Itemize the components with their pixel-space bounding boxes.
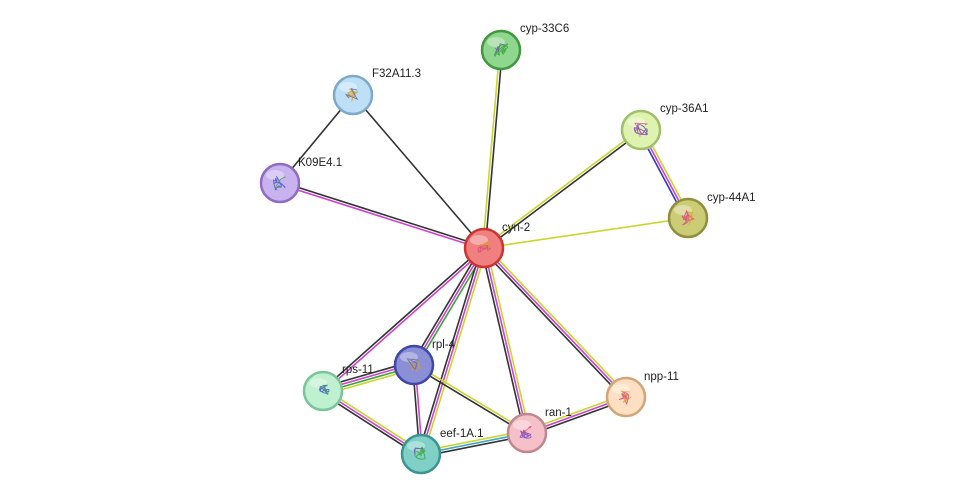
edge-evidence-line xyxy=(420,247,485,455)
edge-cyn-2-cyp-36a1[interactable] xyxy=(482,128,643,250)
edge-evidence-line xyxy=(482,128,641,248)
protein-structure-icon xyxy=(681,209,695,226)
edge-evidence-line xyxy=(279,183,484,251)
protein-structure-icon xyxy=(493,43,509,57)
node-highlight xyxy=(487,37,505,47)
node-ran-1[interactable]: ran-1 xyxy=(506,407,572,454)
node-highlight xyxy=(513,420,531,430)
edge-evidence-line xyxy=(323,248,486,393)
protein-structure-icon xyxy=(477,240,492,253)
edge-cyn-2-cyp-33c6[interactable] xyxy=(481,49,504,249)
node-eef-1a-1[interactable]: eef-1A.1 xyxy=(400,428,483,475)
node-label-cyp-44a1: cyp-44A1 xyxy=(707,192,756,204)
protein-structure-icon xyxy=(344,87,359,102)
edge-evidence-line xyxy=(480,248,526,434)
edge-evidence-line xyxy=(411,246,483,365)
edge-evidence-line xyxy=(485,245,629,396)
node-label-npp-11: npp-11 xyxy=(644,371,679,383)
edge-evidence-line xyxy=(484,130,643,250)
edge-evidence-line xyxy=(417,247,483,454)
edge-evidence-line xyxy=(481,249,625,400)
protein-structure-icon xyxy=(519,425,532,439)
protein-structure-icon xyxy=(618,390,632,405)
node-label-f32a11-3: F32A11.3 xyxy=(372,68,421,80)
edge-evidence-line xyxy=(484,50,504,249)
edge-cyn-2-cyp-44a1[interactable] xyxy=(483,217,689,249)
edge-evidence-line xyxy=(483,247,627,398)
node-label-cyp-36a1: cyp-36A1 xyxy=(660,103,709,115)
edge-evidence-line xyxy=(413,247,485,366)
node-label-cyp-33c6: cyp-33C6 xyxy=(520,23,569,35)
node-label-eef-1a-1: eef-1A.1 xyxy=(440,428,483,440)
node-npp-11[interactable]: npp-11 xyxy=(605,371,679,418)
node-cyn-2[interactable]: cyn-2 xyxy=(463,222,530,269)
protein-structure-icon xyxy=(406,358,421,372)
edge-evidence-line xyxy=(483,247,528,434)
node-highlight xyxy=(470,235,488,245)
node-highlight xyxy=(339,82,357,92)
node-circle xyxy=(393,344,435,386)
node-label-rpl-4: rpl-4 xyxy=(432,339,456,351)
node-rps-11[interactable]: rps-11 xyxy=(302,364,374,412)
edge-cyn-2-rps-11[interactable] xyxy=(321,246,486,393)
edge-evidence-line xyxy=(483,217,689,249)
edge-cyn-2-npp-11[interactable] xyxy=(481,245,629,400)
node-f32a11-3[interactable]: F32A11.3 xyxy=(332,68,421,116)
node-highlight xyxy=(266,170,284,180)
edge-cyn-2-f32a11-3[interactable] xyxy=(352,94,485,249)
node-rpl-4[interactable]: rpl-4 xyxy=(393,339,456,386)
node-cyp-44a1[interactable]: cyp-44A1 xyxy=(667,192,756,239)
edge-evidence-line xyxy=(280,180,485,248)
node-label-rps-11: rps-11 xyxy=(342,364,374,376)
protein-structure-icon xyxy=(272,175,286,191)
edge-evidence-line xyxy=(352,94,485,249)
edge-evidence-line xyxy=(321,246,484,391)
protein-structure-icon xyxy=(633,122,648,137)
protein-structure-icon xyxy=(413,446,426,460)
node-circle xyxy=(667,197,709,239)
edge-evidence-line xyxy=(485,247,531,433)
node-label-k09e4-1: K09E4.1 xyxy=(298,157,342,169)
edge-evidence-line xyxy=(412,365,527,435)
edge-cyn-2-k09e4-1[interactable] xyxy=(279,180,485,251)
node-label-ran-1: ran-1 xyxy=(545,407,572,419)
edge-rpl-4-ran-1[interactable] xyxy=(412,363,529,435)
edge-evidence-line xyxy=(414,363,529,433)
node-label-cyn-2: cyn-2 xyxy=(502,222,530,234)
edge-evidence-line xyxy=(481,49,501,248)
node-highlight xyxy=(612,384,630,394)
edge-cyn-2-ran-1[interactable] xyxy=(480,247,531,434)
node-cyp-33c6[interactable]: cyp-33C6 xyxy=(480,23,569,71)
node-cyp-36a1[interactable]: cyp-36A1 xyxy=(620,103,709,151)
protein-structure-icon xyxy=(318,384,330,395)
edge-cyn-2-eef-1a-1[interactable] xyxy=(417,247,488,455)
node-k09e4-1[interactable]: K09E4.1 xyxy=(259,157,342,204)
edge-evidence-line xyxy=(422,248,488,455)
